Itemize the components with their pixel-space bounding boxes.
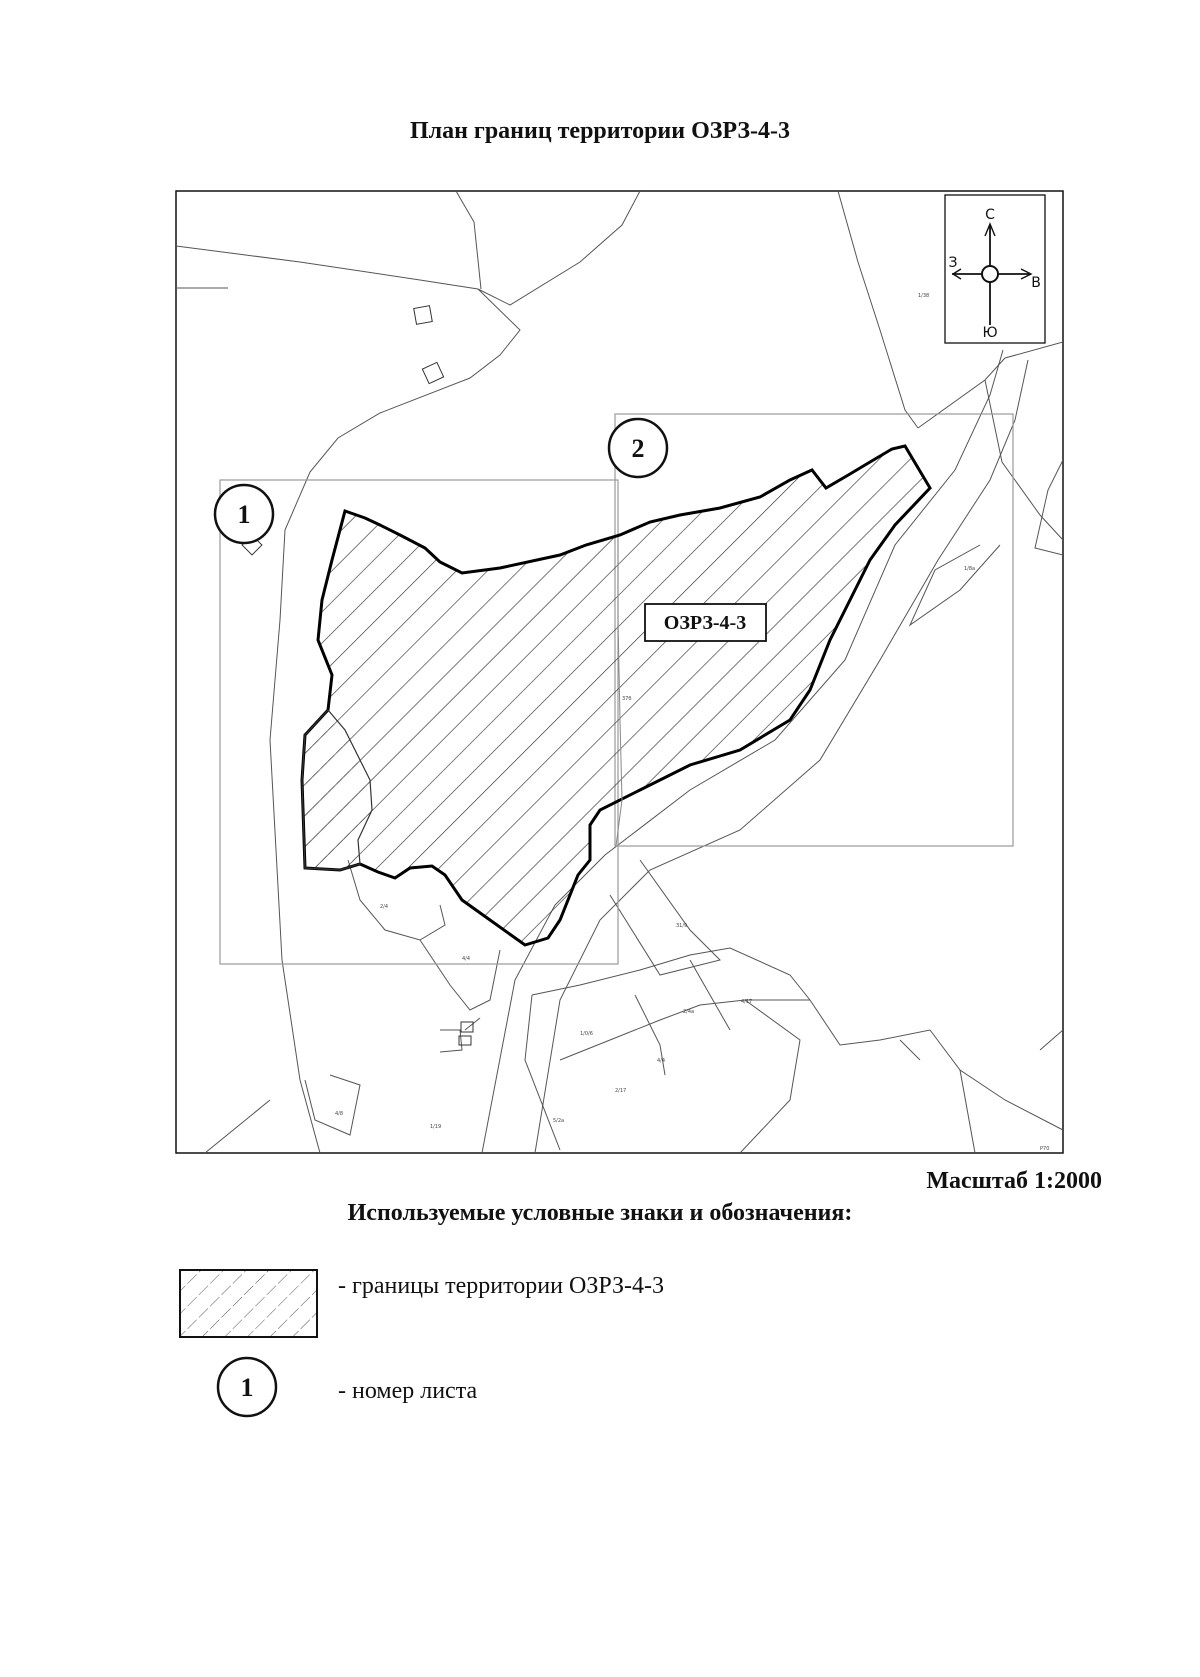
- map-frame: [175, 190, 1064, 1154]
- parcel-line: [204, 1099, 271, 1153]
- building: [460, 1021, 474, 1033]
- parcel-line: [739, 999, 801, 1153]
- building: [421, 361, 445, 385]
- building: [458, 1035, 472, 1046]
- svg-text:4/4: 4/4: [657, 1058, 665, 1064]
- svg-text:5/2a: 5/2a: [553, 1118, 564, 1124]
- scale-label: Масштаб 1:2000: [926, 1168, 1102, 1194]
- sheet-number-1: 1: [238, 500, 251, 529]
- svg-text:1/8a: 1/8a: [964, 566, 975, 572]
- zone-inner-line: [615, 540, 623, 847]
- parcel-line: [269, 288, 521, 1153]
- parcel-line: [984, 379, 1063, 541]
- parcel-line: [837, 191, 919, 429]
- parcel-line: [634, 994, 666, 1076]
- svg-text:1/38: 1/38: [918, 293, 929, 299]
- sheet-marker-1[interactable]: 1: [213, 483, 275, 545]
- parcel-line: [477, 191, 641, 306]
- sheet-number-2: 2: [632, 434, 645, 463]
- svg-text:4/17: 4/17: [741, 999, 752, 1005]
- compass-south-label: Ю: [982, 325, 997, 341]
- building: [413, 305, 433, 325]
- parcel-line: [917, 341, 1063, 429]
- page-title: План границ территории ОЗРЗ-4-3: [409, 118, 791, 144]
- street-line: [534, 359, 1029, 1153]
- compass-north-label: С: [985, 207, 995, 223]
- parcel-line: [908, 544, 1001, 627]
- legend-hatch-swatch: [179, 1269, 318, 1338]
- legend-hatch-text: - границы территории ОЗРЗ-4-3: [338, 1273, 664, 1299]
- sub-parcel: [301, 709, 373, 871]
- svg-text:4/4: 4/4: [462, 956, 470, 962]
- svg-text:2/4a: 2/4a: [683, 1009, 694, 1015]
- parcel-line: [1034, 459, 1063, 556]
- sheet-marker-2[interactable]: 2: [607, 417, 669, 479]
- svg-text:1/19: 1/19: [430, 1124, 441, 1130]
- street-line: [176, 245, 479, 290]
- legend-circle-text: - номер листа: [338, 1378, 478, 1404]
- svg-text:31/9: 31/9: [676, 923, 687, 929]
- zone-label[interactable]: ОЗРЗ-4-3: [644, 603, 767, 642]
- base-map: 1/38 1/8a 37б 31/9 2/4 4/4 1/0/6 2/4a 4/…: [176, 191, 1063, 1153]
- parcel-line: [304, 1074, 361, 1136]
- legend-title: Используемые условные знаки и обозначени…: [347, 1200, 853, 1226]
- compass-east-label: В: [1031, 275, 1041, 291]
- legend-sheet-number: 1: [241, 1373, 254, 1402]
- parcel-line: [439, 1029, 463, 1053]
- parcel-line: [531, 947, 811, 1001]
- parcel-line: [959, 1069, 976, 1153]
- parcel-line: [347, 859, 446, 941]
- parcel-line: [899, 1039, 921, 1061]
- parcel-line: [559, 999, 810, 1061]
- parcel-line: [419, 939, 501, 1011]
- parcel-line: [809, 999, 1063, 1131]
- compass-west-label: З: [949, 255, 958, 271]
- parcel-line: [689, 959, 731, 1031]
- svg-text:1/0/6: 1/0/6: [580, 1031, 593, 1037]
- legend-sheet-circle: 1: [216, 1356, 278, 1418]
- zone-label-text: ОЗРЗ-4-3: [664, 612, 746, 634]
- territory-hatched-area[interactable]: [300, 444, 932, 947]
- svg-text:2/4: 2/4: [380, 904, 388, 910]
- svg-text:Р70: Р70: [1040, 1146, 1049, 1152]
- parcel-line: [524, 994, 561, 1151]
- parcel-line: [455, 191, 482, 290]
- svg-text:2/17: 2/17: [615, 1088, 626, 1094]
- north-arrow-compass: С Ю З В: [944, 194, 1046, 344]
- svg-text:4/8: 4/8: [335, 1111, 343, 1117]
- parcel-line: [1039, 1029, 1063, 1051]
- parcel-line: [609, 859, 721, 976]
